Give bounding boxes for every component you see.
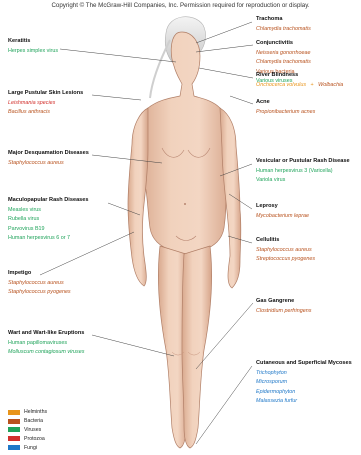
disease-title: Acne — [256, 99, 315, 106]
disease-title: Wart and Wart-like Eruptions — [8, 330, 84, 337]
organism-name: Propionibacterium acnes — [256, 109, 315, 115]
organism-name: Clostridium perfringens — [256, 308, 311, 314]
organism-name: Rubella virus — [8, 216, 39, 222]
organism-name: Mycobacterium leprae — [256, 213, 309, 219]
disease-title: Gas Gangrene — [256, 298, 311, 305]
organism-name: Leishmania species — [8, 100, 55, 106]
organism-name: + — [311, 82, 314, 88]
legend-swatch — [8, 419, 20, 424]
legend-swatch — [8, 410, 20, 415]
organism-name: Human herpesvirus 6 or 7 — [8, 235, 70, 241]
organism-name: Bacillus anthracis — [8, 109, 50, 115]
disease-title: Major Desquamation Diseases — [8, 150, 89, 157]
organism-name: Herpes simplex virus — [8, 48, 58, 54]
legend-label: Bacteria — [24, 418, 43, 424]
legend-label: Viruses — [24, 427, 41, 433]
legend-item-protozoa: Protozoa — [8, 434, 47, 443]
disease-title: Cellulitis — [256, 237, 315, 244]
organism-name: Human herpesvirus 3 (Varicella) — [256, 168, 333, 174]
organism-name: Onchocerca volvulus — [256, 82, 306, 88]
legend-item-viruses: Viruses — [8, 426, 47, 435]
organism-name: Human papillomaviruses — [8, 340, 67, 346]
organism-name: Chlamydia trachomatis — [256, 26, 311, 32]
legend-label: Fungi — [24, 445, 37, 451]
disease-title: Leprosy — [256, 203, 309, 210]
organism-name: Measles virus — [8, 207, 41, 213]
legend-item-helminths: Helminths — [8, 408, 47, 417]
legend-swatch — [8, 436, 20, 441]
organism-name: Epidermophyton — [256, 389, 295, 395]
organism-name: Staphylococcus aureus — [8, 160, 64, 166]
disease-title: Maculopapular Rash Diseases — [8, 197, 89, 204]
legend-item-bacteria: Bacteria — [8, 417, 47, 426]
organism-name: Staphylococcus pyogenes — [8, 289, 71, 295]
disease-title: Impetigo — [8, 270, 71, 277]
legend-swatch — [8, 427, 20, 432]
body-figure — [128, 17, 241, 448]
disease-title: Conjunctivitis — [256, 40, 311, 47]
organism-name: Molluscum contagiosum viruses — [8, 349, 84, 355]
disease-title: Vesicular or Pustular Rash Disease — [256, 158, 350, 165]
organism-name: Microsporum — [256, 379, 287, 385]
organism-name: Trichophyton — [256, 370, 287, 376]
organism-name: Streptococcus pyogenes — [256, 256, 315, 262]
disease-title: Large Pustular Skin Lesions — [8, 90, 83, 97]
legend-label: Protozoa — [24, 436, 45, 442]
disease-title: Keratitis — [8, 38, 58, 45]
organism-name: Parvovirus B19 — [8, 226, 45, 232]
organism-name: Staphylococcus aureus — [8, 280, 64, 286]
disease-title: Trachoma — [256, 16, 311, 23]
disease-title: River Blindness — [256, 72, 343, 79]
legend-item-fungi: Fungi — [8, 443, 47, 452]
legend-swatch — [8, 445, 20, 450]
organism-name: Malassezia furfur — [256, 398, 297, 404]
organism-name: Variola virus — [256, 177, 285, 183]
organism-name: Staphylococcus aureus — [256, 247, 312, 253]
organism-name: Wolbachia — [318, 82, 343, 88]
organism-name: Chlamydia trachomatis — [256, 59, 311, 65]
legend-label: Helminths — [24, 409, 47, 415]
organism-name: Neisseria gonorrhoeae — [256, 50, 311, 56]
disease-title: Cutaneous and Superficial Mycoses — [256, 360, 352, 367]
